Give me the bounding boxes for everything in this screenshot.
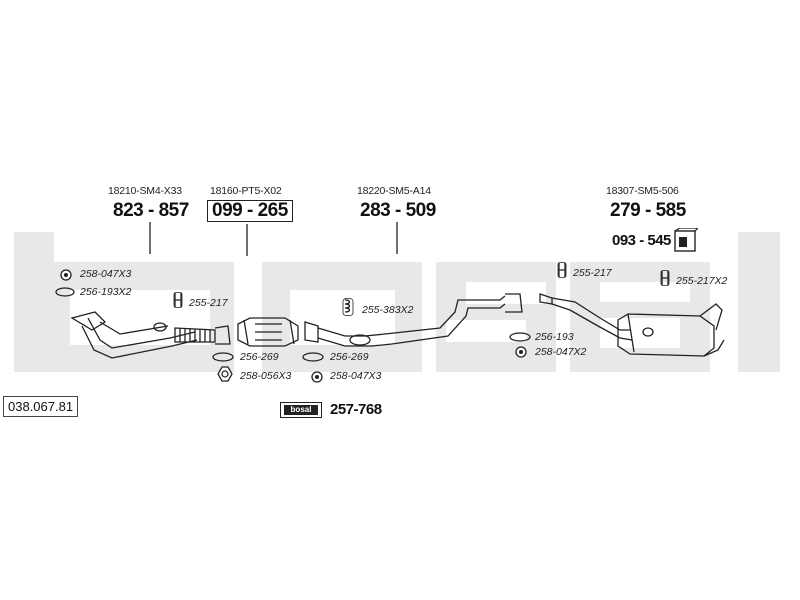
nut-icon bbox=[515, 346, 527, 358]
ring-gasket-icon bbox=[509, 332, 531, 342]
bosal-kit-badge: bosal bbox=[280, 402, 322, 418]
accessory-label[interactable]: 255-217 bbox=[573, 267, 612, 279]
oem-number-middle-pipe: 18220-SM5-A14 bbox=[357, 185, 431, 197]
rubber-mount-icon bbox=[674, 228, 698, 252]
part-number-rear-silencer[interactable]: 279 - 585 bbox=[610, 200, 686, 221]
accessory-label[interactable]: 258-047X3 bbox=[80, 268, 132, 280]
oem-number-catalyst: 18160-PT5-X02 bbox=[210, 185, 282, 197]
accessory-label[interactable]: 255-217X2 bbox=[676, 275, 728, 287]
ring-gasket-icon bbox=[212, 352, 234, 362]
clamp-icon bbox=[660, 270, 670, 286]
ring-gasket-icon bbox=[302, 352, 324, 362]
part-number-middle-pipe[interactable]: 283 - 509 bbox=[360, 200, 436, 221]
oem-number-front-pipe: 18210-SM4-X33 bbox=[108, 185, 182, 197]
accessory-label[interactable]: 255-217 bbox=[189, 297, 228, 309]
spring-icon bbox=[342, 298, 354, 316]
oem-number-rear-silencer: 18307-SM5-506 bbox=[606, 185, 679, 197]
kit-badge-text: bosal bbox=[284, 405, 318, 415]
accessory-label[interactable]: 256-193X2 bbox=[80, 286, 132, 298]
accessory-label[interactable]: 256-193 bbox=[535, 331, 574, 343]
ring-gasket-icon bbox=[55, 287, 75, 297]
accessory-label[interactable]: 258-056X3 bbox=[240, 370, 292, 382]
clamp-icon bbox=[557, 262, 567, 278]
accessory-label[interactable]: 255-383X2 bbox=[362, 304, 414, 316]
nut-icon bbox=[60, 269, 72, 281]
accessory-label[interactable]: 258-047X2 bbox=[535, 346, 587, 358]
clamp-icon bbox=[173, 292, 183, 308]
part-number-front-pipe[interactable]: 823 - 857 bbox=[113, 200, 189, 221]
catalog-reference: 038.067.81 bbox=[3, 396, 79, 417]
part-number-mount[interactable]: 093 - 545 bbox=[612, 232, 671, 249]
mounting-kit-number[interactable]: 257-768 bbox=[330, 401, 382, 418]
hex-nut-icon bbox=[217, 366, 233, 382]
nut-icon bbox=[311, 371, 323, 383]
accessory-label[interactable]: 256-269 bbox=[330, 351, 369, 363]
accessory-label[interactable]: 258-047X3 bbox=[330, 370, 382, 382]
accessory-label[interactable]: 256-269 bbox=[240, 351, 279, 363]
part-number-catalyst[interactable]: 099 - 265 bbox=[207, 200, 293, 222]
